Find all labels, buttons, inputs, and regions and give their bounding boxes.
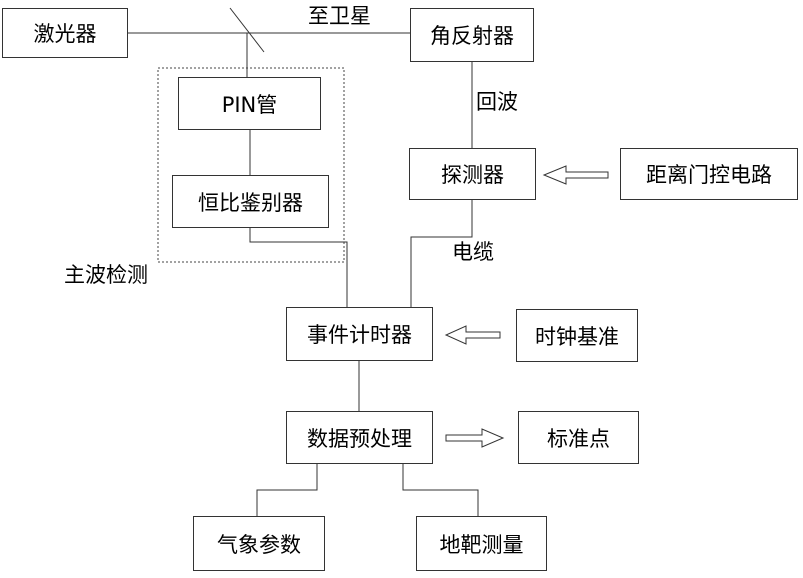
main-wave-detection-label: 主波检测 [64, 263, 148, 287]
connector-preprocessing-meteo [256, 464, 318, 516]
to-satellite-label: 至卫星 [308, 4, 371, 28]
data-preprocessing-box: 数据预处理 [286, 411, 433, 464]
ground-target-box: 地靶测量 [416, 516, 547, 571]
laser-box: 激光器 [2, 8, 128, 58]
cable-label: 电缆 [452, 240, 494, 264]
clock-reference-box: 时钟基准 [516, 309, 638, 362]
meteorological-params-box: 气象参数 [193, 516, 325, 571]
arrow-clock-to-timer [444, 325, 501, 345]
arrow-preprocessing-to-standard [445, 428, 505, 448]
main-wave-region [157, 67, 345, 263]
connector-discriminator-timer [249, 228, 348, 307]
range-gate-box: 距离门控电路 [620, 148, 798, 200]
arrow-rangegate-to-detector [542, 165, 609, 185]
connector-detector-timer [410, 200, 473, 307]
connector-preprocessing-target [402, 464, 479, 516]
event-timer-box: 事件计时器 [286, 307, 433, 361]
corner-reflector-box: 角反射器 [410, 8, 534, 62]
ratio-discriminator-box: 恒比鉴别器 [172, 175, 329, 228]
pin-tube-box: PIN管 [178, 77, 321, 130]
standard-point-box: 标准点 [518, 411, 639, 464]
beam-splitter [229, 7, 265, 53]
detector-box: 探测器 [409, 148, 536, 200]
echo-label: 回波 [476, 90, 518, 114]
